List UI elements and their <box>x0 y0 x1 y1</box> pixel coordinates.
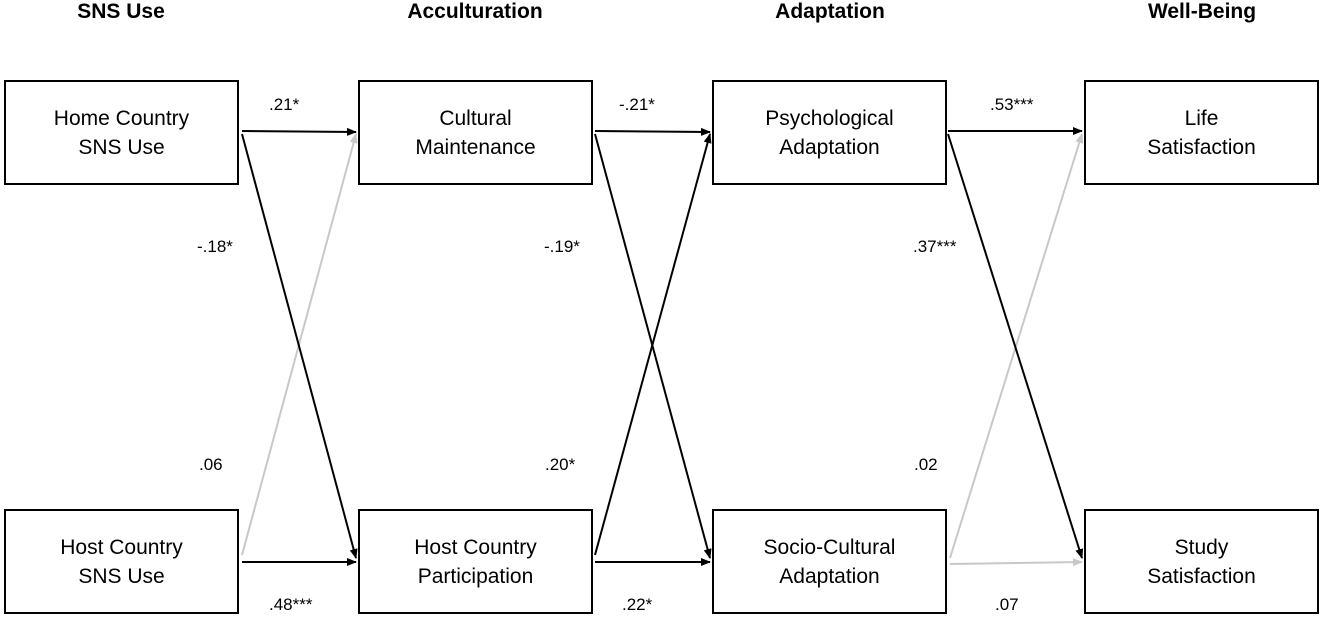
node-label-line: Cultural <box>439 106 512 130</box>
node-label-line: SNS Use <box>78 564 165 588</box>
path-host-participation-to-psych <box>594 133 712 556</box>
coef-psych-to-study-satisfaction: .37*** <box>913 237 957 256</box>
node-label-line: Participation <box>417 564 534 588</box>
node-label-line: Psychological <box>765 106 894 130</box>
path-home-sns-to-cultural-maintenance <box>241 127 357 136</box>
node-label-line: Adaptation <box>779 135 880 159</box>
node-label-line: Host Country <box>60 535 183 559</box>
coef-psych-to-life-satisfaction: .53*** <box>990 95 1034 114</box>
header-sns-use: SNS Use <box>77 0 165 23</box>
coef-home-sns-to-cultural-maintenance: .21* <box>269 95 300 114</box>
coef-host-participation-to-socio: .22* <box>622 595 653 614</box>
node-label-line: SNS Use <box>78 135 165 159</box>
node-socio-cultural-adaptation: Socio-Cultural Adaptation <box>712 509 947 614</box>
path-socio-to-study-satisfaction <box>949 558 1083 567</box>
coef-socio-to-life-satisfaction: .02 <box>914 455 938 474</box>
node-label-line: Socio-Cultural <box>763 535 896 559</box>
coef-host-sns-to-host-participation: .48*** <box>269 595 313 614</box>
path-cultural-maintenance-to-psych <box>594 127 711 136</box>
coef-cultural-maintenance-to-socio: -.19* <box>544 237 580 256</box>
header-well-being: Well-Being <box>1147 0 1257 23</box>
node-label-line: Adaptation <box>779 564 880 588</box>
node-label-line: Home Country <box>53 106 190 130</box>
header-acculturation: Acculturation <box>407 0 543 23</box>
path-home-sns-to-host-participation <box>241 133 358 559</box>
node-home-country-sns-use: Home Country SNS Use <box>4 80 239 185</box>
path-psych-to-study-satisfaction <box>947 133 1084 559</box>
node-label-line: Satisfaction <box>1147 135 1256 159</box>
node-cultural-maintenance: Cultural Maintenance <box>358 80 593 185</box>
node-study-satisfaction: Study Satisfaction <box>1084 509 1319 614</box>
node-label-line: Satisfaction <box>1147 564 1256 588</box>
node-host-country-sns-use: Host Country SNS Use <box>4 509 239 614</box>
node-label-line: Host Country <box>414 535 537 559</box>
node-label-line: Life <box>1184 106 1219 130</box>
node-life-satisfaction: Life Satisfaction <box>1084 80 1319 185</box>
coef-cultural-maintenance-to-psych: -.21* <box>619 95 655 114</box>
coef-socio-to-study-satisfaction: .07 <box>995 595 1019 614</box>
node-host-country-participation: Host Country Participation <box>358 509 593 614</box>
coef-host-participation-to-psych: .20* <box>545 455 576 474</box>
node-psychological-adaptation: Psychological Adaptation <box>712 80 947 185</box>
coef-home-sns-to-host-participation: -.18* <box>197 237 233 256</box>
header-adaptation: Adaptation <box>775 0 885 23</box>
node-label-line: Maintenance <box>415 135 536 159</box>
node-label-line: Study <box>1174 535 1229 559</box>
coef-host-sns-to-cultural-maintenance: .06 <box>199 455 223 474</box>
